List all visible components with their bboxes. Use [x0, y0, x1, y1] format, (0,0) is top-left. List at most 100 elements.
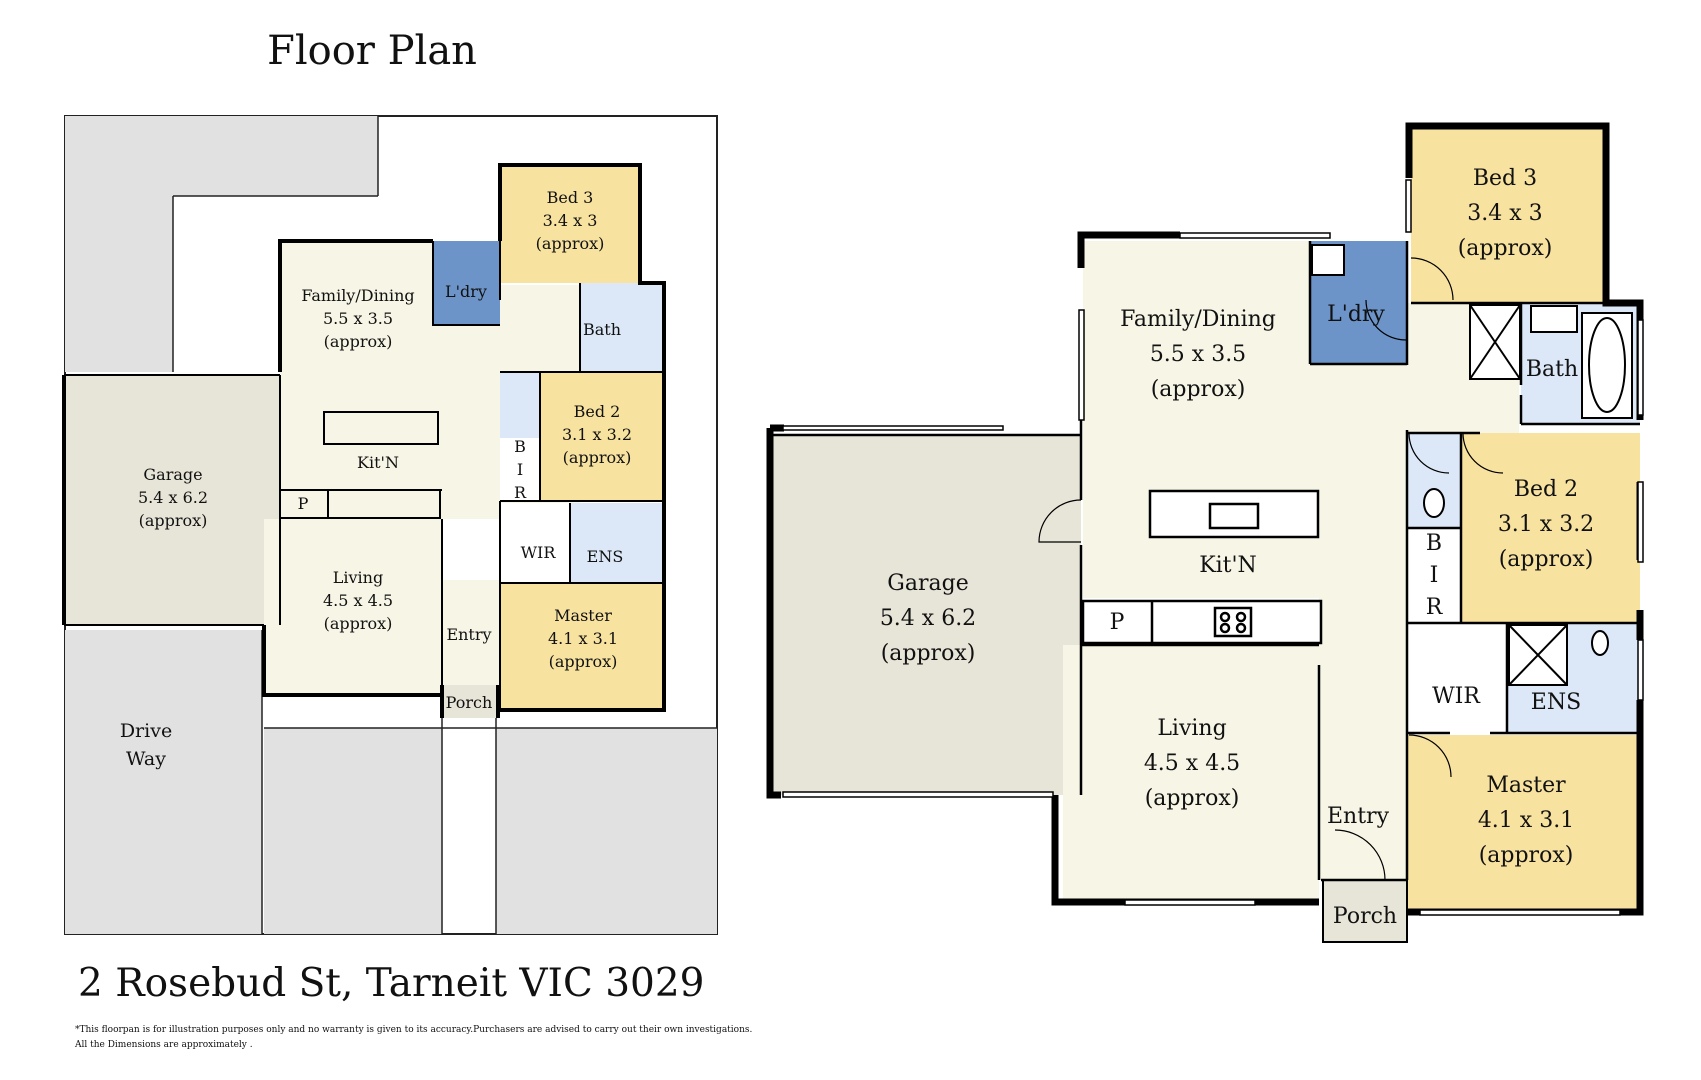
door-laundry — [1365, 299, 1407, 341]
sm-living-note: (approx) — [324, 614, 393, 633]
window-garage-front — [782, 425, 1004, 431]
sm-wir — [500, 503, 570, 583]
site-plan: Family/Dining 5.5 x 3.5 (approx) L'dry B… — [62, 115, 718, 935]
bath-name: Bath — [1526, 357, 1578, 382]
bir-letter-1: B — [1426, 531, 1442, 556]
sm-bed2-note: (approx) — [563, 448, 632, 467]
driveway-line1: Drive — [120, 720, 172, 742]
bed3-name: Bed 3 — [1473, 166, 1537, 191]
bed2-name: Bed 2 — [1514, 477, 1578, 502]
garage-name: Garage — [887, 571, 968, 596]
window-family-side — [1078, 309, 1085, 421]
driveway-line2: Way — [126, 748, 166, 770]
window-bed3-side — [1405, 179, 1412, 233]
sm-family-note: (approx) — [324, 332, 393, 351]
sm-wir-name: WIR — [521, 543, 557, 562]
sm-pantry-name: P — [298, 494, 309, 513]
ens-toilet-icon — [1591, 630, 1609, 656]
window-ens — [1637, 639, 1644, 701]
bir-letter-2: I — [1430, 563, 1439, 588]
ens-name: ENS — [1531, 690, 1581, 715]
sm-garage-dims: 5.4 x 6.2 — [138, 488, 208, 507]
sm-living-dims: 4.5 x 4.5 — [323, 591, 393, 610]
bir-room — [1407, 528, 1461, 623]
sm-ens — [570, 503, 664, 583]
laundry-name: L'dry — [1327, 302, 1385, 327]
window-master — [1419, 909, 1621, 916]
sm-bed3-note: (approx) — [536, 234, 605, 253]
window-living — [1124, 899, 1256, 906]
sm-wc — [500, 373, 540, 438]
bath-vanity-icon — [1530, 305, 1578, 333]
sm-garage-name: Garage — [143, 465, 202, 484]
window-bed2 — [1637, 481, 1644, 563]
master-dims: 4.1 x 3.1 — [1478, 808, 1574, 833]
sm-bir-2: I — [517, 460, 523, 479]
sm-living — [264, 519, 442, 695]
sm-bath — [580, 283, 664, 371]
sm-bed3 — [500, 165, 640, 283]
wir-room — [1407, 623, 1507, 733]
site-area-driveway — [65, 630, 262, 934]
sm-porch-name: Porch — [446, 693, 493, 712]
sm-entry-name: Entry — [446, 625, 491, 644]
sm-bir — [500, 438, 540, 501]
site-area-yard-left — [264, 728, 442, 934]
porch-area — [1322, 879, 1408, 943]
sm-master — [500, 583, 664, 710]
sm-garage-note: (approx) — [139, 511, 208, 530]
family-dims: 5.5 x 3.5 — [1150, 342, 1246, 367]
window-garage-rear — [782, 791, 1054, 798]
kitchen-name: Kit'N — [1199, 553, 1257, 578]
family-note: (approx) — [1151, 377, 1246, 402]
window-family — [1179, 232, 1331, 239]
sm-family-dims: 5.5 x 3.5 — [323, 309, 393, 328]
entry-name: Entry — [1327, 804, 1390, 829]
family-name: Family/Dining — [1120, 307, 1276, 332]
porch-name: Porch — [1333, 904, 1397, 929]
sm-porch — [442, 685, 498, 718]
kitchen-bench — [1081, 599, 1323, 645]
bir-letter-3: R — [1426, 595, 1444, 620]
site-area-yard-right — [496, 728, 717, 934]
sm-bed2-dims: 3.1 x 3.2 — [562, 425, 632, 444]
pantry-name: P — [1110, 610, 1125, 635]
sink-icon — [1208, 502, 1260, 530]
sm-bath-name: Bath — [583, 320, 621, 339]
master-note: (approx) — [1479, 843, 1574, 868]
detailed-plan: Family/Dining 5.5 x 3.5 (approx) L'dry B… — [766, 122, 1644, 943]
door-bed2 — [1462, 432, 1504, 474]
living-dims: 4.5 x 4.5 — [1144, 751, 1240, 776]
garage-dims: 5.4 x 6.2 — [880, 606, 976, 631]
kitchen-island — [1148, 489, 1320, 539]
disclaimer-line1: *This floorpan is for illustration purpo… — [75, 1025, 753, 1035]
property-address: 2 Rosebud St, Tarneit VIC 3029 — [78, 961, 704, 1006]
sm-bed2-name: Bed 2 — [574, 402, 621, 421]
sm-bir-1: B — [514, 437, 526, 456]
bed3-dims: 3.4 x 3 — [1467, 201, 1542, 226]
garage-note: (approx) — [881, 641, 976, 666]
door-entry — [1334, 829, 1386, 881]
wir-name: WIR — [1432, 684, 1481, 709]
bed2-dims: 3.1 x 3.2 — [1498, 512, 1594, 537]
sm-master-name: Master — [554, 606, 612, 625]
bed2-note: (approx) — [1499, 547, 1594, 572]
window-bath — [1637, 319, 1644, 416]
sm-ens-name: ENS — [587, 547, 624, 566]
sm-master-dims: 4.1 x 3.1 — [548, 629, 618, 648]
master-name: Master — [1486, 773, 1566, 798]
bed3-note: (approx) — [1458, 236, 1553, 261]
sm-bed2 — [540, 373, 664, 501]
sm-master-note: (approx) — [549, 652, 618, 671]
sm-kitchen-name: Kit'N — [357, 453, 399, 472]
plan-title: Floor Plan — [267, 28, 477, 74]
toilet-icon — [1423, 488, 1445, 518]
sm-bir-3: R — [514, 483, 527, 502]
entry-area — [1321, 780, 1407, 880]
disclaimer-line2: All the Dimensions are approximately . — [74, 1040, 253, 1050]
sm-bed3-dims: 3.4 x 3 — [543, 211, 598, 230]
bed2-room — [1461, 433, 1640, 623]
living-note: (approx) — [1145, 786, 1240, 811]
cooktop-icon — [1213, 606, 1253, 638]
